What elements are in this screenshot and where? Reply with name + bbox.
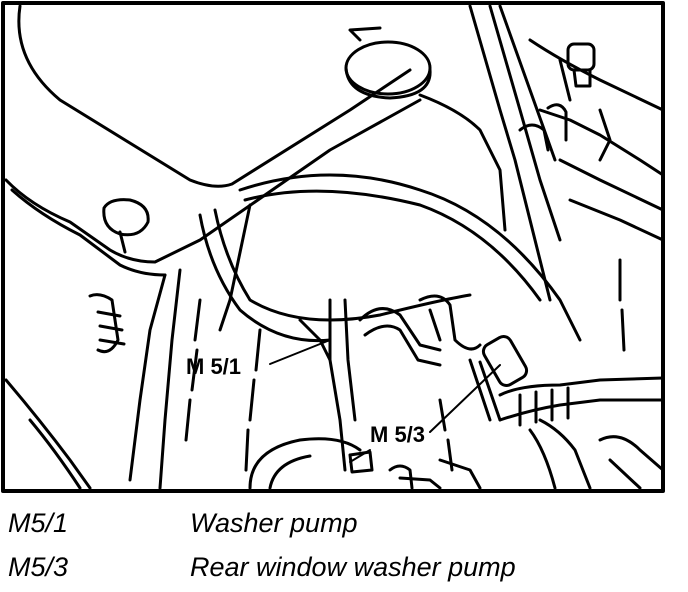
nut-left	[102, 198, 150, 237]
engine-bay-illustration: M 5/1 M 5/3	[1, 1, 665, 493]
legend-code: M5/1	[8, 508, 69, 538]
legend-code: M5/3	[8, 552, 69, 582]
pump-m5-1-body	[328, 298, 347, 472]
leader-m5-3-a	[429, 364, 501, 433]
leader-m5-3-b	[349, 449, 371, 463]
legend-row: M5/1 Washer pump	[0, 504, 688, 542]
legend-description: Washer pump	[190, 508, 358, 538]
legend-description: Rear window washer pump	[190, 552, 516, 582]
legend-row: M5/3 Rear window washer pump	[0, 548, 688, 586]
callout-label-m5-3: M 5/3	[370, 422, 426, 447]
callout-label-m5-1: M 5/1	[186, 354, 242, 379]
legend: M5/1 Washer pump M5/3 Rear window washer…	[0, 502, 688, 592]
reservoir-top-edge	[17, 4, 412, 188]
bolt-top-right	[566, 42, 596, 72]
pump-m5-3-fitting	[481, 335, 529, 387]
reservoir-lower-edge	[4, 98, 422, 264]
engine-bay-line-drawing	[1, 1, 665, 493]
figure-border	[1, 1, 665, 493]
tank-top-curve	[238, 173, 582, 342]
leader-m5-1	[269, 339, 331, 365]
clip-left	[88, 293, 120, 354]
